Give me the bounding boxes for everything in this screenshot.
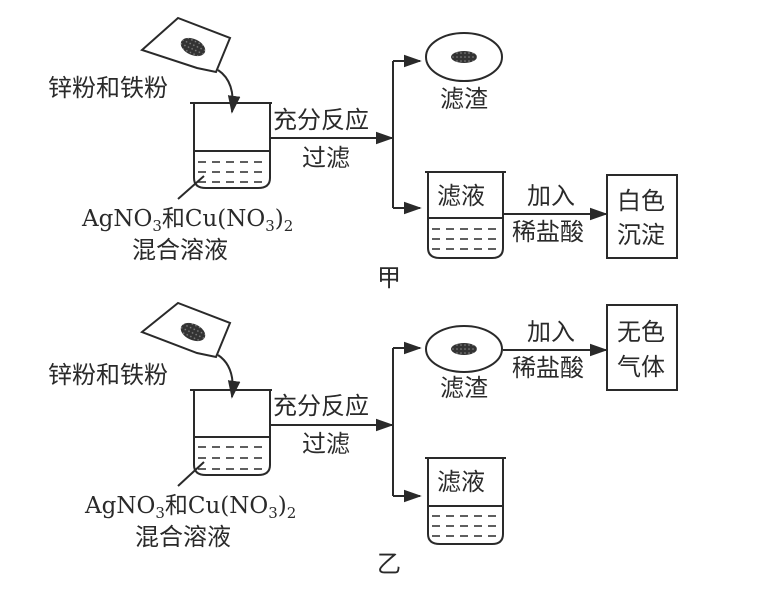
solution-pointer-line (177, 175, 205, 200)
pour-arrow (217, 354, 241, 399)
reaction-beaker-icon (190, 389, 272, 476)
solution-label-line2: 混合溶液 (135, 523, 231, 551)
reagent-top: 加入 (527, 182, 575, 210)
residue-dish-icon (425, 325, 503, 373)
step-label-bottom: 过滤 (302, 144, 350, 172)
diagram-caption: 乙 (377, 550, 401, 578)
step-label-top: 充分反应 (273, 106, 369, 134)
residue-label: 滤渣 (440, 85, 488, 113)
result-line1: 无色 (617, 318, 665, 346)
powder-label: 锌粉和铁粉 (48, 361, 168, 389)
step-label-bottom: 过滤 (302, 430, 350, 458)
reagent-top: 加入 (527, 318, 575, 346)
result-line2: 沉淀 (617, 221, 665, 249)
pour-arrow (217, 69, 241, 114)
metal-powder-icon (180, 322, 206, 342)
solution-label-line2: 混合溶液 (132, 236, 228, 264)
solution-label: AgNO3和Cu(NO3)2 (81, 206, 293, 235)
filtrate-beaker-icon (425, 457, 506, 545)
filtrate-beaker-icon (425, 171, 506, 259)
result-box (606, 174, 678, 259)
reagent-bottom: 稀盐酸 (512, 218, 584, 246)
result-line2: 气体 (617, 353, 665, 381)
weighing-paper-icon (140, 16, 232, 74)
diagram-jia: 锌粉和铁粉 AgNO3和Cu(NO3)2 混合溶液 充分反应 过滤 滤渣 (48, 16, 678, 292)
solution-pointer-line (177, 461, 205, 487)
result-line1: 白色 (617, 187, 665, 215)
metal-powder-icon (180, 37, 206, 57)
diagram-yi: 锌粉和铁粉 AgNO3和Cu(NO3)2 混合溶液 充分反应 过滤 滤渣 (48, 301, 678, 578)
step-label-top: 充分反应 (273, 392, 369, 420)
filtrate-label: 滤液 (437, 182, 485, 210)
powder-label: 锌粉和铁粉 (48, 74, 168, 102)
residue-label: 滤渣 (440, 374, 488, 402)
filtrate-label: 滤液 (437, 468, 485, 496)
reaction-beaker-icon (190, 102, 272, 189)
diagram-caption: 甲 (377, 264, 401, 292)
solution-label: AgNO3和Cu(NO3)2 (84, 493, 296, 522)
residue-dish-icon (425, 32, 503, 82)
result-box (606, 304, 678, 391)
reagent-bottom: 稀盐酸 (512, 354, 584, 382)
weighing-paper-icon (140, 301, 232, 359)
